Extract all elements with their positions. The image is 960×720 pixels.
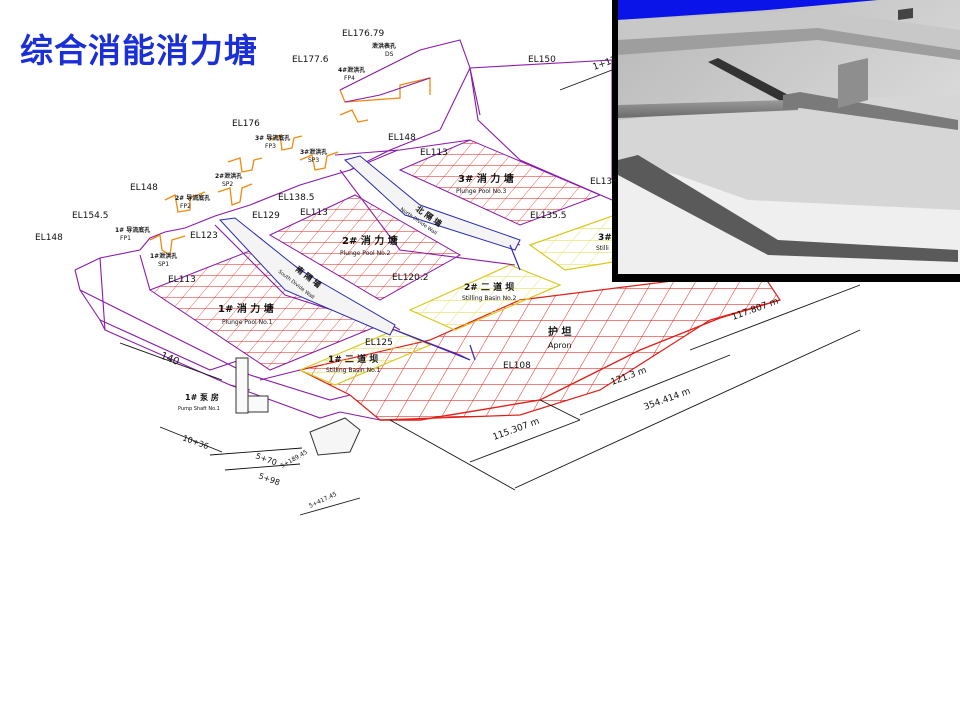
stilling-basin-1 [298, 329, 432, 386]
label-sp3: 3#泄洪孔 [300, 148, 327, 156]
label-plunge-pool-1: 1# 消 力 塘 [218, 302, 274, 315]
elevation-el129: EL129 [252, 211, 280, 221]
dim-354: 354.414 m [643, 387, 692, 413]
elevation-el148: EL148 [35, 233, 63, 243]
label-ft1: FP1 [120, 235, 131, 242]
dim-598: 5+98 [257, 471, 281, 487]
label-pump-shaft-en: Pump Shaft No.1 [178, 406, 220, 412]
label-fpd: FP4 [344, 75, 355, 82]
dim-18945: 5+189.45 [280, 449, 309, 470]
stilling-basin-2 [408, 264, 562, 331]
label-stilling-basin-3: 3# [598, 233, 612, 243]
label-st3: SP3 [308, 157, 319, 164]
label-st2: SP2 [222, 181, 233, 188]
dim-570: 5+70 [254, 451, 278, 467]
label-apron-en: Apron [548, 341, 572, 350]
label-plunge-pool-2-en: Plunge Pool No.2 [340, 250, 391, 257]
label-sp1: 1#泄洪孔 [150, 252, 177, 260]
label-ft2: FP2 [180, 203, 191, 210]
label-fp2: 2# 导流底孔 [175, 194, 210, 202]
plunge-pool-2-floor [268, 194, 462, 301]
south-divide-wall [218, 217, 396, 336]
label-st1: SP1 [158, 261, 169, 268]
label-plunge-pool-3-en: Plunge Pool No.3 [456, 188, 507, 195]
elevation-el176: EL176 [232, 119, 260, 129]
render-3d-image [618, 0, 960, 274]
elevation-el1385: EL138.5 [278, 193, 314, 203]
elevation-el1355: EL135.5 [530, 211, 566, 221]
label-stilling-basin-1-en: Stilling Basin No.1 [326, 367, 381, 374]
elevation-el1485: EL148 [388, 133, 416, 143]
dim-1036: 10+36 [181, 433, 210, 451]
pool-labels: 1# 消 力 塘 Plunge Pool No.1 2# 消 力 塘 Plung… [178, 172, 612, 412]
dimension-lines [119, 69, 861, 516]
dim-115: 115.307 m [492, 417, 541, 443]
label-stilling-basin-2-en: Stilling Basin No.2 [462, 295, 517, 302]
label-sp2: 2#泄洪孔 [215, 172, 242, 180]
label-apron: 护 坦 [548, 325, 571, 338]
elevation-el113a: EL113 [168, 275, 196, 285]
outlet-labels: 1# 导流底孔 FP1 2# 导流底孔 FP2 3# 导流底孔 FP3 1#泄洪… [115, 42, 396, 268]
elevation-el177: EL177.6 [292, 55, 329, 65]
elevation-el113b: EL113 [300, 208, 328, 218]
elevation-el150: EL150 [528, 55, 556, 65]
elevation-labels: EL148 EL154.5 EL148 EL176 EL177.6 EL176.… [35, 29, 618, 371]
label-stilling-basin-3-en: Stilli [596, 245, 609, 252]
label-ds: DS [385, 51, 394, 58]
elevation-el1202: EL120.2 [392, 273, 428, 283]
elevation-el154: EL154.5 [72, 211, 108, 221]
label-top-outlet: 泄洪表孔 [372, 42, 396, 50]
elevation-el17679: EL176.79 [342, 29, 384, 39]
pump-shaft [235, 357, 269, 414]
dim-140: 140 [159, 351, 181, 368]
elevation-el113c: EL113 [420, 148, 448, 158]
elevation-el123: EL123 [190, 231, 218, 241]
label-pump-shaft: 1# 泵 房 [185, 392, 219, 402]
elevation-el135: EL135 [590, 177, 618, 187]
label-ft3: FP3 [265, 143, 276, 150]
elevation-el125: EL125 [365, 338, 393, 348]
dim-41745: 5+417.45 [308, 491, 338, 510]
label-fp1: 1# 导流底孔 [115, 226, 150, 234]
label-fp3: 3# 导流底孔 [255, 134, 290, 142]
outlet-end [309, 417, 361, 456]
label-plunge-pool-3: 3# 消 力 塘 [458, 172, 514, 185]
label-fp4: 4#泄洪孔 [338, 66, 365, 74]
spillway-top [339, 39, 471, 103]
label-plunge-pool-2: 2# 消 力 塘 [342, 234, 398, 247]
elevation-el108: EL108 [503, 361, 531, 371]
secondary-dam-walls [394, 244, 521, 361]
render-inset [612, 0, 960, 282]
outlet-blocks [149, 77, 431, 257]
slide-title: 综合消能消力塘 [20, 31, 258, 70]
label-stilling-basin-1: 1# 二 道 坝 [328, 353, 378, 365]
label-stilling-basin-2: 2# 二 道 坝 [464, 281, 514, 293]
elevation-el148b: EL148 [130, 183, 158, 193]
north-divide-wall [343, 155, 521, 251]
label-plunge-pool-1-en: Plunge Pool No.1 [222, 319, 273, 326]
